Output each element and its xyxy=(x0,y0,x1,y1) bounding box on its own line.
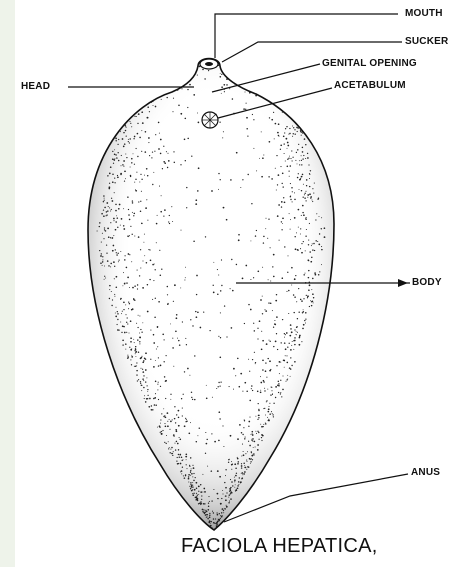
worm-body xyxy=(88,57,334,533)
label-acetabulum: ACETABULUM xyxy=(334,80,406,92)
label-mouth: MOUTH xyxy=(405,8,443,20)
label-sucker: SUCKER xyxy=(405,36,448,48)
label-anus: ANUS xyxy=(411,467,440,479)
figure-caption: FACIOLA HEPATICA, xyxy=(181,535,378,558)
acetabulum-disc xyxy=(202,112,218,128)
mouth-leader xyxy=(215,14,398,58)
oral-sucker xyxy=(200,59,218,69)
label-genital-opening: GENITAL OPENING xyxy=(322,58,417,70)
label-head: HEAD xyxy=(21,81,50,93)
body-arrowhead xyxy=(398,279,408,287)
label-body: BODY xyxy=(412,277,442,289)
